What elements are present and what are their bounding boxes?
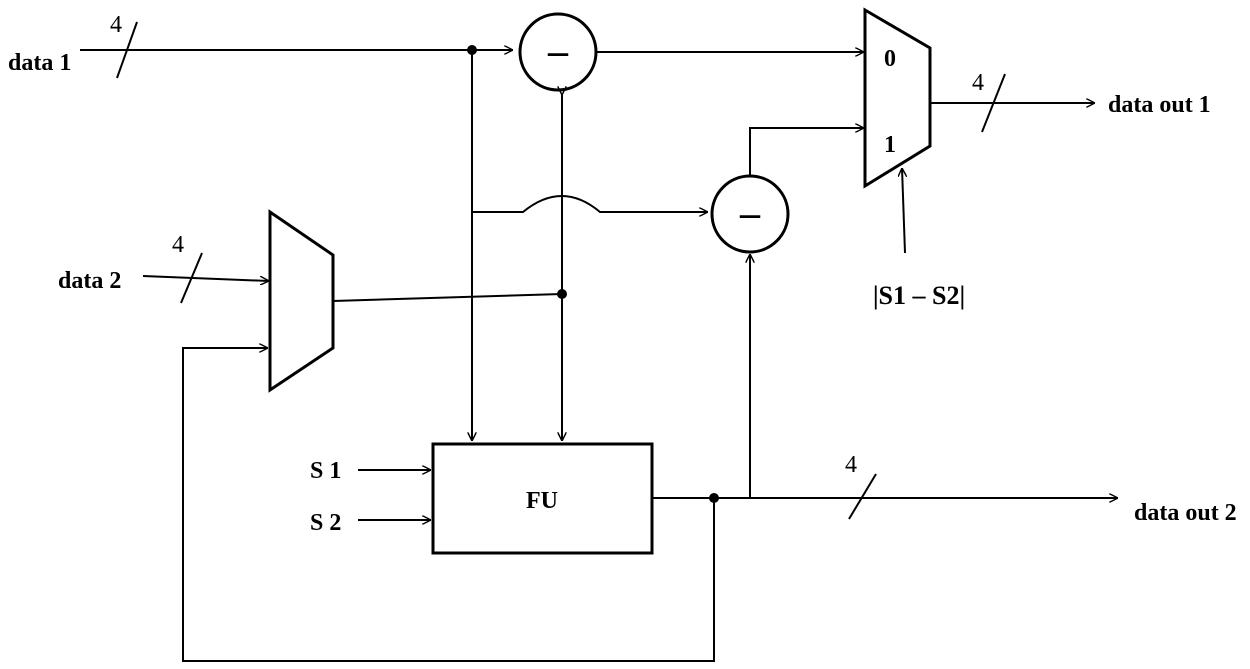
subtractor-2: – [710, 174, 790, 254]
output-mux: 0 1 [863, 7, 932, 189]
mux-select-label: |S1 – S2| [873, 281, 965, 310]
mux-input0-label: 0 [884, 46, 896, 72]
s2-label: S 2 [310, 510, 341, 536]
feedback-wire [182, 348, 715, 662]
out1-bus-slash [981, 73, 1006, 133]
data2-junction [557, 289, 567, 299]
out1-label: data out 1 [1108, 92, 1211, 118]
fu-block: FU [431, 442, 654, 555]
out2-label: data out 2 [1134, 500, 1237, 526]
out2-bus-slash [848, 473, 877, 520]
out1-bus-width: 4 [972, 70, 984, 96]
data1-bus-slash [116, 21, 138, 79]
data1-bus-width: 4 [110, 12, 122, 38]
out2-bus-width: 4 [845, 452, 857, 478]
mux-input1-label: 1 [884, 132, 896, 158]
data1-to-sub2-wire [472, 195, 708, 212]
data2-label: data 2 [58, 268, 121, 294]
data2-bus-width: 4 [172, 232, 184, 258]
s1-label: S 1 [310, 458, 341, 484]
input-mux-out-wire [332, 293, 563, 302]
output-mux-body [863, 7, 932, 189]
fu-label: FU [526, 488, 558, 514]
input-mux-body [268, 209, 335, 393]
subtractor-1-symbol: – [547, 28, 569, 73]
subtractor-2-symbol: – [739, 190, 761, 235]
subtractor-1: – [518, 12, 598, 92]
data2-wire [142, 275, 269, 281]
data1-label: data 1 [8, 50, 71, 76]
mux-select-wire [902, 168, 905, 254]
data2-bus-slash [180, 252, 203, 304]
input-mux [268, 209, 335, 393]
sub2-to-mux-wire [749, 128, 864, 176]
